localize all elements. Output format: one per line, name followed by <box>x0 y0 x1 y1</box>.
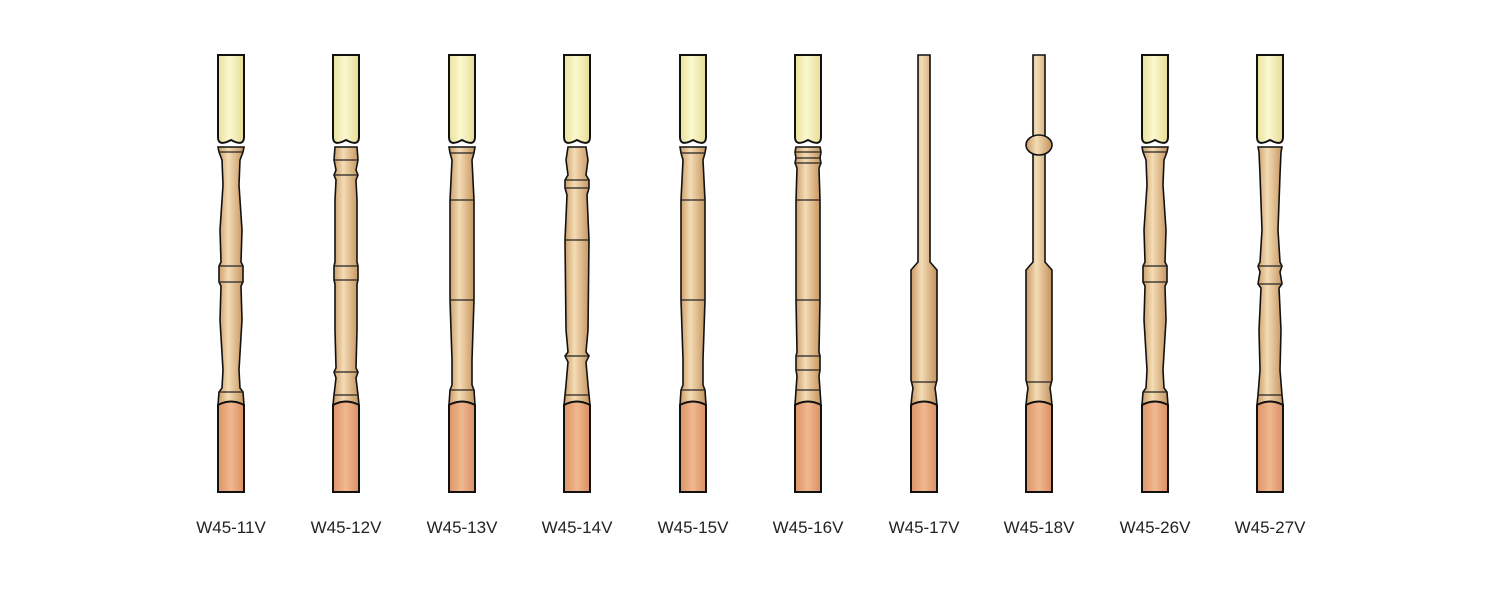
baluster-label: W45-13V <box>426 518 498 537</box>
ball-knob <box>1025 134 1053 156</box>
baluster-w45-15v <box>679 54 707 493</box>
baluster-label: W45-18V <box>1003 518 1075 537</box>
bottom-square-block <box>679 400 707 493</box>
top-square-block <box>679 54 707 144</box>
turned-shaft <box>1025 54 1053 406</box>
turned-shaft <box>794 146 822 406</box>
baluster-label: W45-11V <box>196 518 266 537</box>
bottom-square-block <box>217 400 245 493</box>
baluster-w45-11v <box>217 54 245 493</box>
bottom-square-block <box>563 400 591 493</box>
baluster-label: W45-14V <box>541 518 613 537</box>
baluster-label: W45-16V <box>772 518 844 537</box>
turned-shaft <box>448 146 476 406</box>
top-square-block <box>1141 54 1169 144</box>
top-square-block <box>794 54 822 144</box>
bottom-square-block <box>1025 400 1053 493</box>
top-square-block <box>332 54 360 144</box>
baluster-label: W45-17V <box>888 518 960 537</box>
bottom-square-block <box>794 400 822 493</box>
top-square-block <box>448 54 476 144</box>
baluster-w45-14v <box>563 54 591 493</box>
baluster-label: W45-12V <box>310 518 382 537</box>
baluster-w45-26v <box>1141 54 1169 493</box>
top-square-block <box>563 54 591 144</box>
baluster-w45-13v <box>448 54 476 493</box>
turned-shaft <box>563 146 591 406</box>
bottom-square-block <box>1141 400 1169 493</box>
baluster-w45-27v <box>1256 54 1284 493</box>
baluster-label: W45-15V <box>657 518 729 537</box>
baluster-w45-17v <box>910 54 938 493</box>
turned-shaft <box>1256 146 1284 406</box>
bottom-square-block <box>332 400 360 493</box>
baluster-w45-12v <box>332 54 360 493</box>
baluster-label: W45-27V <box>1234 518 1306 537</box>
baluster-w45-16v <box>794 54 822 493</box>
bottom-square-block <box>1256 400 1284 493</box>
baluster-label: W45-26V <box>1119 518 1191 537</box>
turned-shaft <box>1141 146 1169 406</box>
baluster-w45-18v <box>1025 54 1053 493</box>
bottom-square-block <box>910 400 938 493</box>
top-square-block <box>217 54 245 144</box>
turned-shaft <box>910 54 938 406</box>
turned-shaft <box>332 146 360 406</box>
top-square-block <box>1256 54 1284 144</box>
turned-shaft <box>217 146 245 406</box>
turned-shaft <box>679 146 707 406</box>
bottom-square-block <box>448 400 476 493</box>
